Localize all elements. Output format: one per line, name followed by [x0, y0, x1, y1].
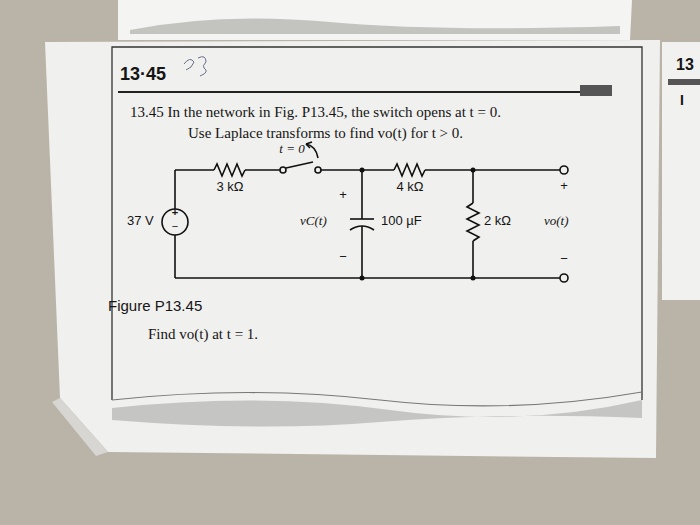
- switch-label: t = 0: [279, 142, 304, 157]
- resistor-value: 2 kΩ: [484, 214, 511, 229]
- junction-dot: [471, 276, 476, 281]
- polarity-sign: +: [172, 206, 178, 219]
- resistor-value: 3 kΩ: [216, 180, 243, 195]
- figure-caption: Figure P13.45: [108, 297, 202, 314]
- resistor-value: 4 kΩ: [396, 180, 423, 195]
- junction-dot: [471, 168, 476, 173]
- switch-contact: [315, 167, 321, 173]
- paper: [45, 40, 660, 458]
- polarity-sign: −: [172, 220, 178, 233]
- wire: [472, 170, 474, 203]
- polarity-sign: +: [560, 179, 568, 194]
- wire: [175, 169, 214, 171]
- pen-mark: [184, 57, 206, 76]
- polarity-sign: −: [560, 252, 568, 267]
- heading-block: [580, 85, 612, 96]
- wire: [472, 241, 474, 278]
- wire: [321, 169, 394, 171]
- wire: [174, 170, 176, 209]
- resistor-symbol: [214, 164, 245, 176]
- top-sheet: [118, 0, 632, 40]
- voltage-label: vC(t): [300, 214, 327, 229]
- heading-rule: [118, 91, 580, 93]
- wire: [361, 170, 363, 219]
- next-problem-number: 13: [676, 56, 694, 74]
- problem-frame: [112, 47, 642, 400]
- junction-dot: [360, 168, 365, 173]
- switch-contact: [280, 167, 286, 173]
- paper-fold: [52, 398, 108, 456]
- terminal: [560, 274, 568, 282]
- voltage-label: vo(t): [544, 214, 569, 229]
- frame-wave: [112, 400, 642, 427]
- problem-text: Use Laplace transforms to find vo(t) for…: [188, 125, 463, 142]
- wire: [425, 169, 560, 171]
- junction-dot: [360, 276, 365, 281]
- polarity-sign: +: [339, 188, 347, 203]
- capacitor-symbol: [350, 218, 374, 220]
- switch-arm: [286, 162, 313, 168]
- polarity-sign: −: [339, 250, 347, 265]
- problem-text: 13.45 In the network in Fig. P13.45, the…: [130, 104, 501, 121]
- wire: [361, 226, 363, 278]
- problem-number: 13·45: [120, 64, 166, 85]
- resistor-symbol: [467, 203, 479, 241]
- terminal: [560, 166, 568, 174]
- switch-arrow: [306, 142, 312, 148]
- right-bar: [668, 79, 700, 85]
- wire: [175, 277, 560, 279]
- wire: [174, 235, 176, 278]
- resistor-symbol: [394, 164, 425, 176]
- source-value: 37 V: [127, 214, 154, 229]
- question-text: Find vo(t) at t = 1.: [148, 326, 258, 343]
- right-sheet: [662, 42, 700, 300]
- cut-text: I: [680, 92, 684, 108]
- wire: [245, 169, 280, 171]
- capacitor-value: 100 µF: [381, 214, 422, 229]
- sheet-wave: [130, 18, 620, 34]
